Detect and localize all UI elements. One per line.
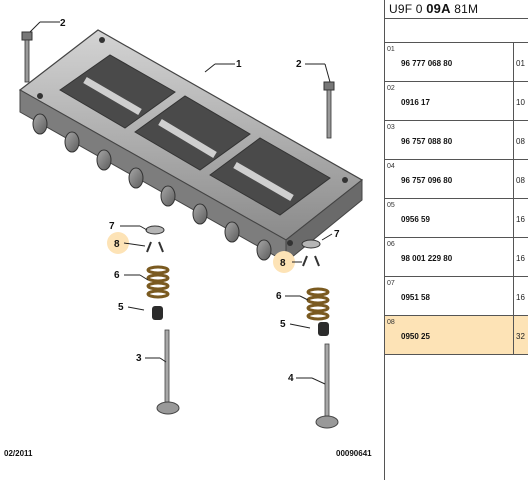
part-qty: 08 <box>516 176 525 185</box>
part-reference: 98 001 229 80 <box>401 254 453 263</box>
part-reference: 96 777 068 80 <box>401 59 453 68</box>
part-row[interactable]: 07 0951 58 16 <box>385 277 528 316</box>
callout-7-right: 7 <box>334 229 340 240</box>
part-row[interactable]: 03 96 757 088 80 08 <box>385 121 528 160</box>
model-code-prefix: U9F 0 <box>389 2 427 16</box>
callout-6-right: 6 <box>276 291 282 302</box>
footer-doc-number: 00090641 <box>336 449 372 458</box>
part-index: 05 <box>387 202 395 209</box>
qty-cell: 08 <box>513 121 528 159</box>
right-valve-assembly <box>301 239 339 429</box>
part-row-highlighted[interactable]: 08 0950 25 32 <box>385 316 528 355</box>
camshaft-carrier <box>18 29 364 264</box>
bolt-left <box>21 31 33 83</box>
callout-4: 4 <box>288 373 294 384</box>
callout-8-left: 8 <box>114 239 120 250</box>
part-qty: 16 <box>516 215 525 224</box>
part-row[interactable]: 02 0916 17 10 <box>385 82 528 121</box>
roller-row <box>32 113 272 261</box>
part-qty: 01 <box>516 59 525 68</box>
part-index: 02 <box>387 85 395 92</box>
callout-6-left: 6 <box>114 270 120 281</box>
callout-1: 1 <box>236 59 242 70</box>
part-index: 03 <box>387 124 395 131</box>
exploded-parts-diagram: 2 1 2 7 8 6 5 3 7 8 6 5 4 <box>18 18 364 429</box>
model-code-suffix: 81M <box>450 2 479 16</box>
bolt-right <box>323 81 335 139</box>
qty-cell: 10 <box>513 82 528 120</box>
model-code-header: U9F 0 09A 81M <box>385 0 528 19</box>
part-index: 07 <box>387 280 395 287</box>
list-header-spacer <box>385 19 528 43</box>
qty-cell: 16 <box>513 277 528 315</box>
part-reference: 0956 59 <box>401 215 430 224</box>
qty-cell: 01 <box>513 43 528 81</box>
callout-2-right: 2 <box>296 59 302 70</box>
part-index: 01 <box>387 46 395 53</box>
leader-lines <box>29 21 333 385</box>
parts-list-panel: U9F 0 09A 81M 01 96 777 068 80 01 02 091… <box>384 0 528 480</box>
part-row[interactable]: 06 98 001 229 80 16 <box>385 238 528 277</box>
callout-5-right: 5 <box>280 319 286 330</box>
part-reference: 96 757 096 80 <box>401 176 453 185</box>
left-valve-assembly <box>145 225 180 415</box>
part-index: 06 <box>387 241 395 248</box>
part-row[interactable]: 05 0956 59 16 <box>385 199 528 238</box>
part-qty: 32 <box>516 332 525 341</box>
model-code-bold: 09A <box>426 1 451 16</box>
callout-7-left: 7 <box>109 221 115 232</box>
callout-3: 3 <box>136 353 142 364</box>
qty-cell: 32 <box>513 316 528 354</box>
footer-date: 02/2011 <box>4 449 33 458</box>
qty-cell: 16 <box>513 238 528 276</box>
part-qty: 08 <box>516 137 525 146</box>
part-reference: 96 757 088 80 <box>401 137 453 146</box>
part-row[interactable]: 04 96 757 096 80 08 <box>385 160 528 199</box>
part-row[interactable]: 01 96 777 068 80 01 <box>385 43 528 82</box>
part-qty: 10 <box>516 98 525 107</box>
part-reference: 0951 58 <box>401 293 430 302</box>
callout-8-right: 8 <box>280 258 286 269</box>
callout-5-left: 5 <box>118 302 124 313</box>
part-qty: 16 <box>516 293 525 302</box>
part-reference: 0950 25 <box>401 332 430 341</box>
part-reference: 0916 17 <box>401 98 430 107</box>
qty-cell: 08 <box>513 160 528 198</box>
part-qty: 16 <box>516 254 525 263</box>
qty-cell: 16 <box>513 199 528 237</box>
part-index: 04 <box>387 163 395 170</box>
part-index: 08 <box>387 319 395 326</box>
highlight-callout-8-right <box>273 251 295 273</box>
callout-2-left: 2 <box>60 18 66 29</box>
highlight-callout-8-left <box>107 232 129 254</box>
